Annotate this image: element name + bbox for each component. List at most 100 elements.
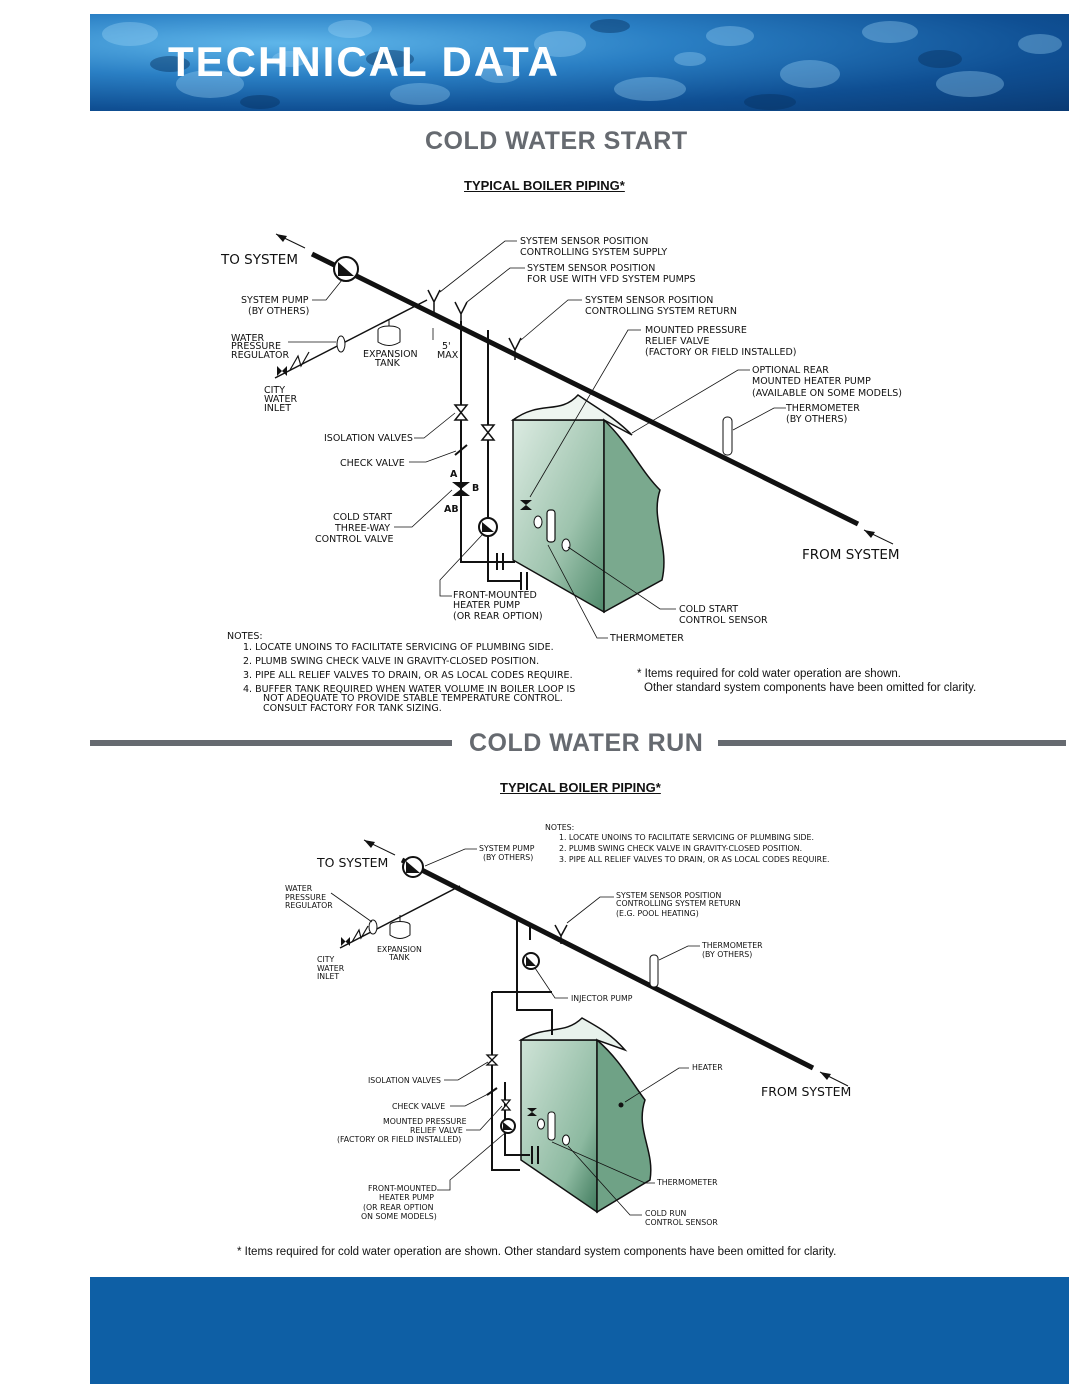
svg-text:CITY: CITY: [317, 955, 335, 964]
svg-text:5': 5': [442, 341, 451, 352]
svg-text:HEATER PUMP: HEATER PUMP: [453, 600, 520, 611]
run-piping: TO SYSTEM FROM SYSTEM SYSTEM PUMP (BY OT…: [285, 823, 851, 1227]
run-notes: NOTES: 1. LOCATE UNOINS TO FACILITATE SE…: [545, 823, 830, 864]
svg-text:NOTES:: NOTES:: [545, 823, 574, 832]
section-title-cold-water-run: COLD WATER RUN: [469, 729, 704, 757]
start-piping: TO SYSTEM FROM SYSTEM SYSTEM SENSOR POSI…: [220, 233, 902, 714]
svg-text:PRESSURE: PRESSURE: [231, 341, 281, 352]
svg-text:MOUNTED PRESSURE: MOUNTED PRESSURE: [383, 1117, 467, 1126]
svg-text:2. PLUMB SWING CHECK VALVE IN: 2. PLUMB SWING CHECK VALVE IN GRAVITY-CL…: [243, 656, 539, 667]
section-rule-right: [718, 740, 1066, 746]
svg-text:SYSTEM SENSOR POSITION: SYSTEM SENSOR POSITION: [527, 263, 655, 274]
svg-text:1. LOCATE UNOINS TO FACILITAT: 1. LOCATE UNOINS TO FACILITATE SERVICING…: [559, 833, 814, 842]
svg-text:NOT ADEQUATE TO PROVIDE STABLE: NOT ADEQUATE TO PROVIDE STABLE TEMPERATU…: [263, 693, 563, 704]
svg-text:CONSULT FACTORY FOR TANK SIZIN: CONSULT FACTORY FOR TANK SIZING.: [263, 703, 442, 714]
svg-text:(BY OTHERS): (BY OTHERS): [786, 414, 847, 425]
section-title-cold-water-start: COLD WATER START: [425, 127, 688, 155]
svg-text:1. LOCATE UNOINS TO FACILITAT: 1. LOCATE UNOINS TO FACILITATE SERVICING…: [243, 642, 554, 653]
svg-text:THREE-WAY: THREE-WAY: [334, 523, 390, 534]
svg-text:REGULATOR: REGULATOR: [285, 901, 333, 910]
svg-text:RELIEF VALVE: RELIEF VALVE: [645, 336, 709, 347]
svg-text:RELIEF VALVE: RELIEF VALVE: [410, 1126, 463, 1135]
heater-side: [596, 1038, 652, 1214]
sensor-well-icon: [454, 301, 468, 322]
run-from-system-label: FROM SYSTEM: [761, 1084, 851, 1099]
start-from-system-label: FROM SYSTEM: [802, 547, 900, 563]
svg-text:4. BUFFER TANK REQUIRED WHEN: 4. BUFFER TANK REQUIRED WHEN WATER VOLUM…: [243, 684, 575, 695]
run-footnote: * Items required for cold water operatio…: [237, 1246, 837, 1258]
footer-band: [90, 1277, 1069, 1384]
sensor-well-icon: [427, 289, 441, 312]
svg-text:THERMOMETER: THERMOMETER: [609, 633, 684, 644]
svg-text:CONTROLLING SYSTEM RETURN: CONTROLLING SYSTEM RETURN: [616, 899, 741, 908]
banner-title: TECHNICAL DATA: [168, 38, 560, 85]
svg-text:EXPANSION: EXPANSION: [363, 349, 418, 360]
svg-text:NOTES:: NOTES:: [227, 631, 263, 642]
svg-text:SYSTEM SENSOR POSITION: SYSTEM SENSOR POSITION: [520, 236, 648, 247]
svg-text:B: B: [472, 483, 479, 494]
svg-text:SYSTEM PUMP: SYSTEM PUMP: [479, 844, 535, 853]
svg-text:(E.G. POOL HEATING): (E.G. POOL HEATING): [616, 909, 699, 918]
water-drops-texture: [102, 19, 1062, 110]
section-rule-left: [90, 740, 452, 746]
svg-text:COLD START: COLD START: [679, 604, 738, 615]
svg-text:INJECTOR PUMP: INJECTOR PUMP: [571, 994, 633, 1003]
thermometer-icon: [546, 509, 556, 543]
svg-text:A: A: [450, 469, 458, 480]
three-way-valve-icon: [452, 482, 470, 496]
svg-text:ISOLATION VALVES: ISOLATION VALVES: [368, 1076, 441, 1085]
svg-text:WATER: WATER: [231, 333, 264, 344]
isolation-valve-icon: [480, 424, 496, 441]
svg-text:OPTIONAL REAR: OPTIONAL REAR: [752, 365, 829, 376]
svg-text:WATER: WATER: [285, 884, 313, 893]
svg-text:(AVAILABLE ON SOME MODELS): (AVAILABLE ON SOME MODELS): [752, 388, 902, 399]
svg-text:ON SOME MODELS): ON SOME MODELS): [361, 1212, 437, 1221]
main-pipe: [310, 251, 860, 527]
heater-front: [520, 1039, 598, 1214]
boiler-side: [603, 418, 665, 614]
section-subtitle-run: TYPICAL BOILER PIPING*: [500, 780, 661, 795]
svg-text:CONTROL VALVE: CONTROL VALVE: [315, 534, 394, 545]
svg-text:ISOLATION VALVES: ISOLATION VALVES: [324, 433, 413, 444]
thermometer-by-others-icon: [722, 416, 733, 456]
svg-text:THERMOMETER: THERMOMETER: [656, 1178, 718, 1187]
svg-text:COLD RUN: COLD RUN: [645, 1209, 687, 1218]
svg-text:CHECK VALVE: CHECK VALVE: [340, 458, 405, 469]
svg-text:CHECK VALVE: CHECK VALVE: [392, 1102, 445, 1111]
relief-valve-icon: [520, 500, 532, 510]
svg-text:TANK: TANK: [388, 953, 410, 962]
start-footnote: * Items required for cold water operatio…: [637, 668, 977, 694]
thermometer-icon: [547, 1111, 556, 1141]
check-valve-icon: [454, 444, 468, 456]
svg-text:THERMOMETER: THERMOMETER: [785, 403, 860, 414]
svg-text:2. PLUMB SWING CHECK VALVE IN: 2. PLUMB SWING CHECK VALVE IN GRAVITY-CL…: [559, 844, 802, 853]
start-notes: NOTES: 1. LOCATE UNOINS TO FACILITATE SE…: [227, 631, 575, 714]
svg-text:PRESSURE: PRESSURE: [285, 893, 326, 902]
check-valve-icon: [486, 1087, 498, 1096]
svg-text:CONTROL SENSOR: CONTROL SENSOR: [679, 615, 768, 626]
svg-text:HEATER PUMP: HEATER PUMP: [379, 1193, 434, 1202]
sensor-well-icon: [554, 924, 568, 944]
svg-text:WATER: WATER: [264, 394, 297, 405]
section-subtitle-start: TYPICAL BOILER PIPING*: [464, 178, 625, 193]
svg-text:SYSTEM PUMP: SYSTEM PUMP: [241, 295, 309, 306]
svg-text:FRONT-MOUNTED: FRONT-MOUNTED: [453, 590, 537, 601]
relief-valve-icon: [527, 1108, 537, 1116]
svg-text:MOUNTED HEATER PUMP: MOUNTED HEATER PUMP: [752, 376, 871, 387]
svg-text:CONTROLLING SYSTEM SUPPLY: CONTROLLING SYSTEM SUPPLY: [520, 247, 667, 258]
sensor-well-icon: [508, 337, 522, 360]
svg-text:TANK: TANK: [374, 358, 401, 369]
svg-text:FRONT-MOUNTED: FRONT-MOUNTED: [368, 1184, 437, 1193]
svg-text:(BY OTHERS): (BY OTHERS): [483, 853, 533, 862]
city-valve-icon: [277, 366, 287, 376]
svg-text:INLET: INLET: [264, 403, 291, 414]
svg-text:SYSTEM SENSOR POSITION: SYSTEM SENSOR POSITION: [585, 295, 713, 306]
svg-text:CONTROL SENSOR: CONTROL SENSOR: [645, 1218, 718, 1227]
svg-text:HEATER: HEATER: [692, 1063, 723, 1072]
svg-text:THERMOMETER: THERMOMETER: [701, 941, 763, 950]
svg-text:CONTROLLING SYSTEM RETURN: CONTROLLING SYSTEM RETURN: [585, 306, 737, 317]
run-to-system-label: TO SYSTEM: [316, 855, 388, 870]
svg-text:3. PIPE ALL RELIEF VALVES TO: 3. PIPE ALL RELIEF VALVES TO DRAIN, OR A…: [559, 855, 830, 864]
svg-text:SYSTEM SENSOR POSITION: SYSTEM SENSOR POSITION: [616, 891, 722, 900]
